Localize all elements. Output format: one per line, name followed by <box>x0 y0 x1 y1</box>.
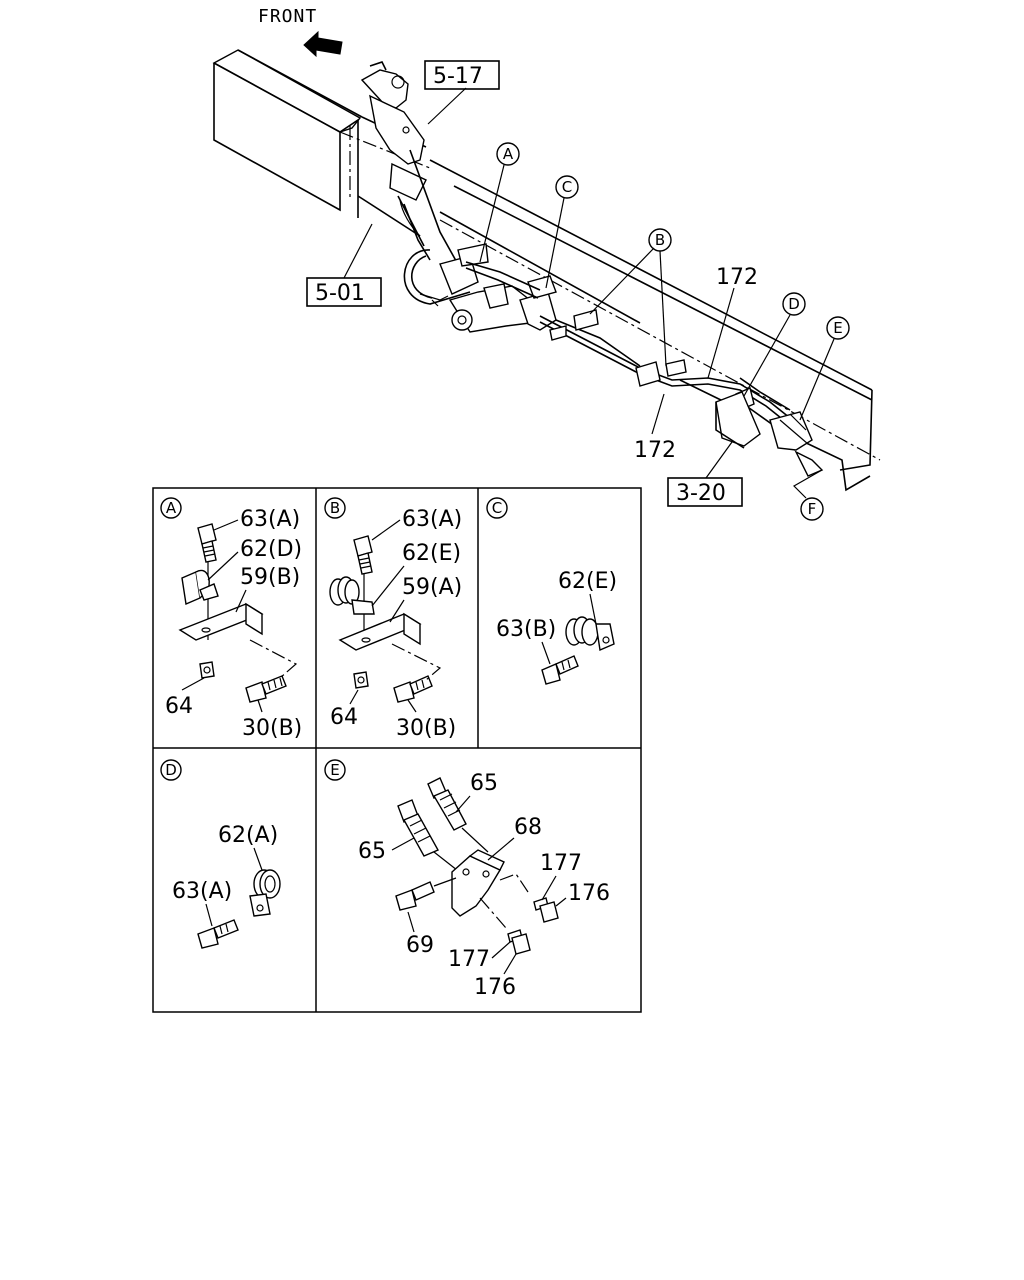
rear-block <box>715 391 824 477</box>
connector-icon <box>397 799 439 857</box>
panel-c: C 62(E) 63(B) <box>486 497 617 685</box>
main-assembly: FRONT <box>212 6 881 521</box>
label-63a-d: 63(A) <box>172 879 232 904</box>
front-bracket-assembly <box>360 61 461 269</box>
front-label: FRONT <box>258 6 317 27</box>
callout-b: B <box>648 228 672 252</box>
ref-5-01-text: 5-01 <box>315 281 365 306</box>
panel-e: E <box>324 759 610 1000</box>
label-65-bottom: 65 <box>358 839 386 864</box>
label-30b-b: 30(B) <box>396 716 456 741</box>
label-59a: 59(A) <box>402 575 462 600</box>
ref-box-3-20[interactable]: 3-20 <box>667 477 743 507</box>
ref-box-5-17[interactable]: 5-17 <box>424 60 500 90</box>
svg-text:C: C <box>562 178 572 196</box>
label-62e-c: 62(E) <box>558 569 617 594</box>
label-62e-b: 62(E) <box>402 541 461 566</box>
svg-text:D: D <box>165 761 177 779</box>
label-177-bottom: 177 <box>448 947 490 972</box>
grommet-clip-icon <box>565 616 615 651</box>
svg-text:A: A <box>166 499 177 517</box>
callout-a: A <box>496 142 520 166</box>
label-30b: 30(B) <box>242 716 302 741</box>
label-176-top: 176 <box>568 881 610 906</box>
label-177-top: 177 <box>540 851 582 876</box>
label-65-top: 65 <box>470 771 498 796</box>
svg-text:A: A <box>503 145 514 163</box>
label-62a: 62(A) <box>218 823 278 848</box>
ref-box-5-01[interactable]: 5-01 <box>306 277 382 307</box>
svg-text:B: B <box>330 499 340 517</box>
bolt-icon <box>197 919 239 949</box>
svg-text:E: E <box>330 761 339 779</box>
bolt-icon <box>395 881 435 911</box>
front-arrow-icon <box>303 30 343 58</box>
label-59b: 59(B) <box>240 565 300 590</box>
bolt-icon <box>393 675 433 703</box>
part-172-bottom-label: 172 <box>634 438 676 463</box>
ref-3-20-text: 3-20 <box>676 481 726 506</box>
svg-text:E: E <box>833 319 842 337</box>
pipe-clip-icon <box>249 869 281 917</box>
panel-a: A <box>160 497 302 741</box>
frame-rail <box>212 49 881 492</box>
connector-icon <box>427 777 467 831</box>
bolt-icon <box>197 523 217 563</box>
svg-text:D: D <box>788 295 800 313</box>
hose-and-valve <box>403 243 557 333</box>
label-63b: 63(B) <box>496 617 556 642</box>
grommet-clip-icon <box>329 576 375 615</box>
callout-e: E <box>826 316 850 340</box>
bolt-icon <box>353 535 373 575</box>
label-63a-b: 63(A) <box>402 507 462 532</box>
callout-d: D <box>782 292 806 316</box>
label-64-b: 64 <box>330 705 358 730</box>
part-172-top-label: 172 <box>716 265 758 290</box>
label-64: 64 <box>165 694 193 719</box>
label-68: 68 <box>514 815 542 840</box>
label-69: 69 <box>406 933 434 958</box>
bolt-icon <box>245 675 287 703</box>
label-62d: 62(D) <box>240 537 302 562</box>
label-63a: 63(A) <box>240 507 300 532</box>
panel-b: B 63(A <box>324 497 462 741</box>
callout-c: C <box>555 175 579 199</box>
panel-d: D 62(A) 63(A) <box>160 759 281 949</box>
svg-text:B: B <box>655 231 665 249</box>
label-176-bottom: 176 <box>474 975 516 1000</box>
bolt-icon <box>541 655 579 685</box>
svg-text:F: F <box>808 500 817 518</box>
ref-5-17-text: 5-17 <box>433 64 483 89</box>
svg-text:C: C <box>492 499 502 517</box>
callout-f: F <box>800 497 824 521</box>
detail-panels: A <box>152 487 642 1013</box>
